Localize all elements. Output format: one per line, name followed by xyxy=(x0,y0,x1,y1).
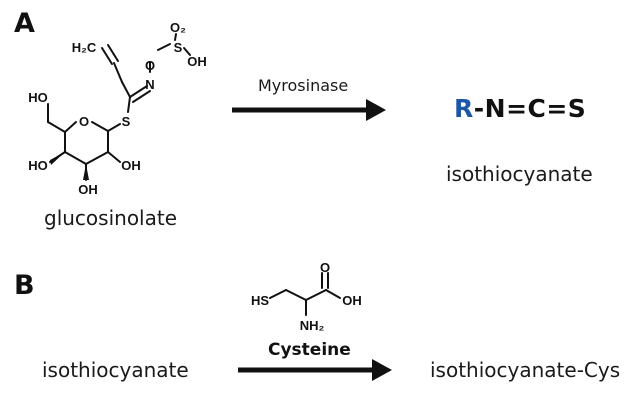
reaction-arrow-a xyxy=(232,99,386,121)
cysteine-structure xyxy=(269,272,341,316)
cysteine-label: Cysteine xyxy=(268,340,351,360)
atom-h2c: H₂C xyxy=(72,40,97,55)
atom-o-link: O xyxy=(145,58,155,73)
panel-b-letter: B xyxy=(14,270,35,301)
atom-oh: OH xyxy=(342,293,362,308)
atom-o2: O₂ xyxy=(170,20,186,35)
glucosinolate-structure xyxy=(47,33,191,181)
reaction-arrow-b xyxy=(238,359,392,381)
atom-oh-sulfo: OH xyxy=(187,54,207,69)
myrosinase-label: Myrosinase xyxy=(258,76,349,95)
atom-ho-ch2: HO xyxy=(28,90,48,105)
isothiocyanate-formula: R-N=C=S xyxy=(454,96,586,121)
atom-ring-o: O xyxy=(79,114,89,129)
stereo-wedge xyxy=(50,152,65,165)
isothiocyanate-label-b: isothiocyanate xyxy=(42,358,189,382)
atom-hs: HS xyxy=(251,293,269,308)
atom-o-carbonyl: O xyxy=(320,260,330,275)
atom-n: N xyxy=(145,77,154,92)
r-group: R xyxy=(454,94,474,123)
stereo-wedge xyxy=(83,164,89,180)
atom-s-link: S xyxy=(122,114,131,129)
atom-s-sulfo: S xyxy=(174,40,183,55)
atom-ho-left: HO xyxy=(28,158,48,173)
glucosinolate-label: glucosinolate xyxy=(44,206,178,230)
ncs-group: -N=C=S xyxy=(473,94,587,123)
stereo-wedge xyxy=(104,130,112,132)
atom-nh2: NH₂ xyxy=(300,318,325,333)
isothiocyanate-label-a: isothiocyanate xyxy=(446,162,593,186)
atom-oh-right: OH xyxy=(121,158,141,173)
atom-oh-bottom: OH xyxy=(78,182,98,197)
isothiocyanate-cys-label: isothiocyanate-Cys xyxy=(430,358,621,382)
panel-a-letter: A xyxy=(14,8,35,39)
